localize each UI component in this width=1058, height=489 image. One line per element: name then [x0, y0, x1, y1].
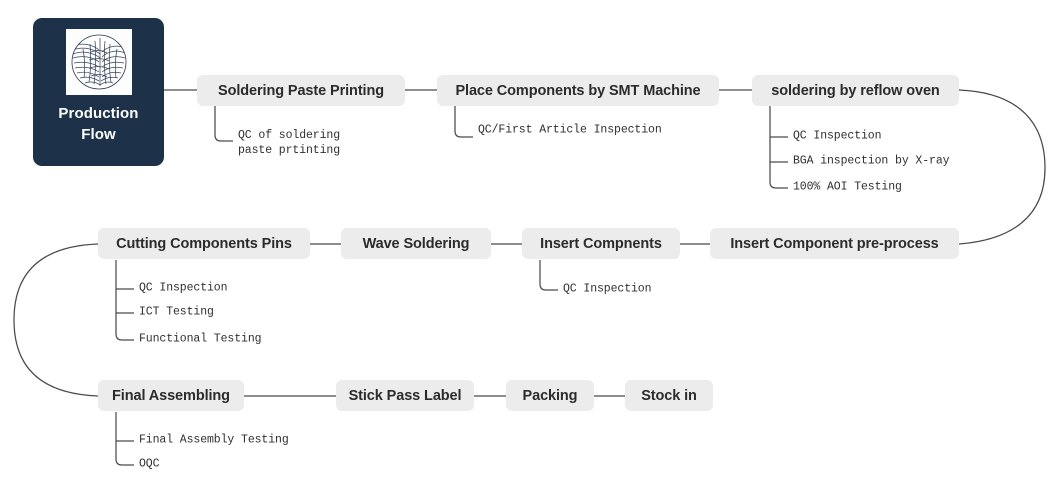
subitem-qc-inspection: QC Inspection: [139, 281, 228, 295]
subitem-oqc: OQC: [139, 457, 160, 471]
node-label: Packing: [522, 387, 578, 404]
node-label: Cutting Components Pins: [116, 235, 292, 252]
node-label: Stick Pass Label: [348, 387, 462, 404]
node-cutting-components-pins[interactable]: Cutting Components Pins: [98, 228, 310, 259]
node-label: Insert Compnents: [540, 235, 662, 252]
node-insert-compnents[interactable]: Insert Compnents: [522, 228, 680, 259]
node-label: Place Components by SMT Machine: [455, 82, 701, 99]
node-wave-soldering[interactable]: Wave Soldering: [341, 228, 491, 259]
node-label: Soldering Paste Printing: [218, 82, 384, 99]
node-packing[interactable]: Packing: [506, 380, 594, 411]
node-label: Wave Soldering: [362, 235, 470, 252]
node-place-components-by-smt-machine[interactable]: Place Components by SMT Machine: [437, 75, 719, 106]
node-insert-component-pre-process[interactable]: Insert Component pre-process: [710, 228, 959, 259]
subitem-ict-testing: ICT Testing: [139, 305, 214, 319]
subitem-qc-inspection: QC Inspection: [793, 129, 882, 143]
subitem-final-assembly-testing: Final Assembly Testing: [139, 433, 289, 447]
node-label: soldering by reflow oven: [771, 82, 940, 99]
subitem-100-percent-aoi-testing: 100% AOI Testing: [793, 180, 902, 194]
node-label: Final Assembling: [112, 387, 230, 404]
subitem-qc-of-soldering-paste-prtinting: QC of soldering paste prtinting: [238, 129, 341, 157]
subitem-bga-inspection-by-x-ray: BGA inspection by X-ray: [793, 154, 950, 168]
subitem-qc-first-article-inspection: QC/First Article Inspection: [478, 123, 662, 137]
node-soldering-paste-printing[interactable]: Soldering Paste Printing: [197, 75, 405, 106]
node-soldering-by-reflow-oven[interactable]: soldering by reflow oven: [752, 75, 959, 106]
circular-sketch-logo: [65, 29, 132, 95]
node-stock-in[interactable]: Stock in: [625, 380, 713, 411]
subitem-qc-inspection: QC Inspection: [563, 282, 652, 296]
node-label: Stock in: [641, 387, 697, 404]
node-label: Insert Component pre-process: [730, 235, 939, 252]
node-stick-pass-label[interactable]: Stick Pass Label: [336, 380, 474, 411]
node-final-assembling[interactable]: Final Assembling: [98, 380, 244, 411]
subitem-functional-testing: Functional Testing: [139, 332, 262, 346]
